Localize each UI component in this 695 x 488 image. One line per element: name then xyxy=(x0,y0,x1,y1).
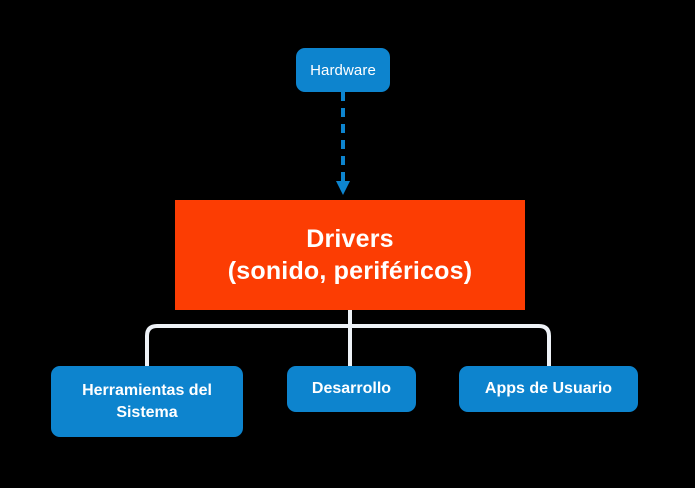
node-drivers-label-stack: Drivers (sonido, periféricos) xyxy=(228,223,473,287)
node-herramientas-del-sistema[interactable]: Herramientas del Sistema xyxy=(51,366,243,437)
node-apps-de-usuario[interactable]: Apps de Usuario xyxy=(459,366,638,412)
arrowhead-down-icon xyxy=(336,181,350,195)
node-drivers[interactable]: Drivers (sonido, periféricos) xyxy=(175,200,525,310)
connector-drivers-to-apps xyxy=(350,324,551,366)
node-apps-label: Apps de Usuario xyxy=(484,380,613,397)
node-herramientas-label: Herramientas del Sistema xyxy=(82,381,212,421)
node-drivers-label-line1: Drivers xyxy=(306,225,394,253)
node-desarrollo-label: Desarrollo xyxy=(311,380,392,397)
node-hardware[interactable]: Hardware xyxy=(296,48,390,92)
node-hardware-label: Hardware xyxy=(310,61,376,79)
node-drivers-label-line2: (sonido, periféricos) xyxy=(227,257,473,285)
connector-hardware-to-drivers xyxy=(336,92,350,195)
node-desarrollo[interactable]: Desarrollo xyxy=(287,366,416,412)
connector-drivers-to-herramientas xyxy=(145,324,350,366)
